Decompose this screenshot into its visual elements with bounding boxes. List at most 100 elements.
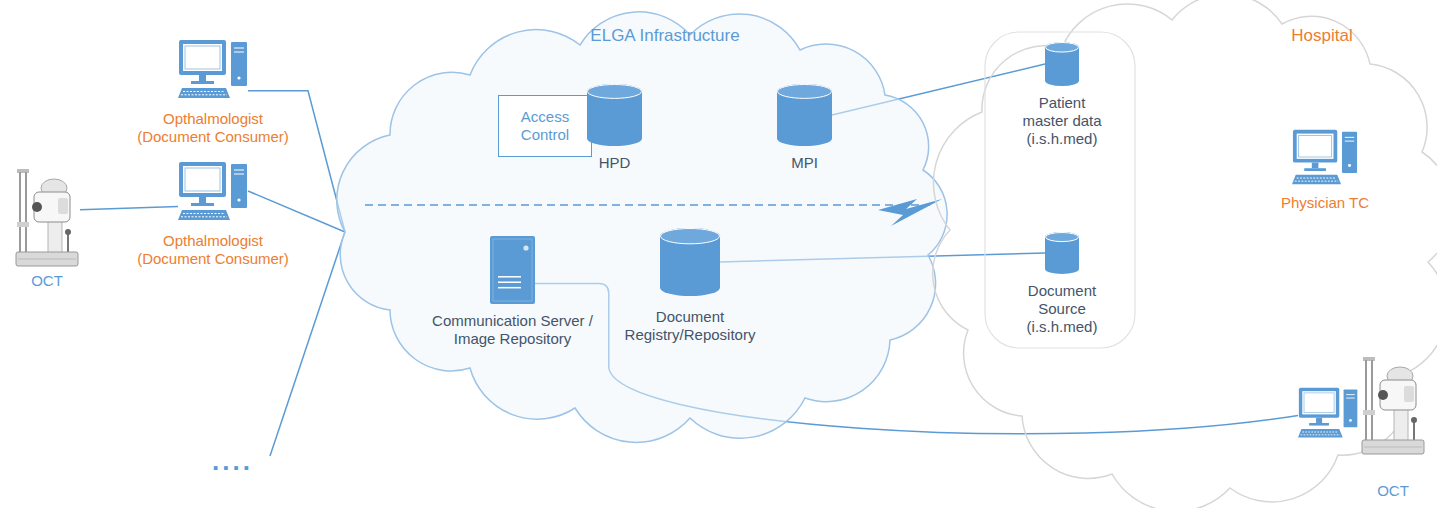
node-shape <box>345 0 945 445</box>
oct-workstation: OCT <box>1298 346 1428 458</box>
node-label: MPI <box>791 154 818 172</box>
network-link <box>80 207 178 210</box>
database-cylinder: Document Source (i.s.h.med) <box>1045 232 1079 274</box>
icon-part <box>32 202 42 212</box>
hospital-cloud: HospitalPatient master data (i.s.h.med) P… <box>940 0 1437 508</box>
icon-part <box>185 168 220 191</box>
icon-part <box>179 40 226 75</box>
icon-part <box>365 204 930 206</box>
icon-part <box>185 46 220 69</box>
node-shape <box>178 38 248 100</box>
icon-part <box>183 213 225 214</box>
icon-part <box>1404 386 1414 402</box>
icon-part <box>178 88 230 98</box>
icon-part <box>1046 43 1079 53</box>
icon-part <box>231 164 247 208</box>
node-label: Opthalmologist (Document Consumer) <box>133 232 293 268</box>
node-shape <box>14 162 80 268</box>
node-label: OCT <box>31 272 63 290</box>
node-shape <box>490 236 535 304</box>
icon-part <box>1345 141 1354 142</box>
icon-part <box>181 94 227 95</box>
icon-part <box>1302 432 1338 433</box>
icon-part <box>1363 357 1375 361</box>
icon-part <box>490 236 535 304</box>
icon-part <box>1297 178 1337 179</box>
icon-part <box>16 252 78 266</box>
icon-part <box>1045 232 1079 274</box>
icon-part <box>933 0 1437 508</box>
database-cylinder: Document Registry/Repository <box>660 228 720 296</box>
icon-part <box>1304 168 1326 171</box>
icon-part <box>237 198 240 201</box>
node-shape <box>777 84 832 146</box>
computer-node: Physician TC <box>1292 128 1358 186</box>
database-cylinder: Patient master data (i.s.h.med) <box>1045 42 1079 86</box>
icon-part <box>25 172 27 253</box>
icon-part <box>778 85 832 99</box>
icon-part <box>661 229 720 244</box>
node-shape <box>1292 128 1358 186</box>
icon-part <box>1309 423 1329 426</box>
network-link <box>248 191 345 232</box>
icon-part <box>660 228 720 296</box>
access-box: Access Control <box>498 95 592 157</box>
node-shape <box>587 84 642 146</box>
node-shape <box>1045 42 1079 86</box>
icon-part <box>58 198 68 214</box>
icon-part <box>1304 393 1334 413</box>
icon-part <box>587 84 642 146</box>
server-node: Communication Server / Image Repository <box>490 236 535 304</box>
icon-part <box>191 203 214 206</box>
icon-part <box>1312 163 1319 169</box>
icon-part <box>19 172 21 253</box>
icon-part <box>1301 434 1341 435</box>
icon-part <box>1342 132 1357 173</box>
region-title: Hospital <box>1291 26 1352 46</box>
icon-part <box>498 281 521 283</box>
node-label: Physician TC <box>1281 194 1369 212</box>
icon-part <box>1292 175 1341 184</box>
icon-part <box>1299 135 1332 157</box>
icon-part <box>191 81 214 84</box>
icon-part <box>231 42 247 86</box>
icon-part <box>199 197 206 203</box>
icon-part <box>234 48 244 49</box>
icon-part <box>498 287 521 289</box>
icon-part <box>1378 390 1388 400</box>
icon-part <box>1046 233 1079 242</box>
icon-part <box>1297 134 1334 159</box>
icon-part <box>1362 357 1424 454</box>
icon-part <box>588 85 642 99</box>
icon-part <box>493 239 532 301</box>
icon-part <box>985 32 1135 348</box>
icon-part <box>1364 447 1422 448</box>
icon-part <box>234 174 244 175</box>
icon-part <box>1365 360 1367 441</box>
icon-part <box>65 229 71 235</box>
icon-part <box>1295 181 1338 182</box>
icon-part <box>878 199 942 226</box>
icon-part <box>234 170 244 171</box>
node-shape <box>940 0 1437 508</box>
icon-part <box>18 259 76 260</box>
icon-part <box>234 52 244 53</box>
node-label: Communication Server / Image Repository <box>428 312 598 348</box>
icon-part <box>1045 42 1079 86</box>
database-cylinder: MPI <box>777 84 832 146</box>
icon-part <box>181 216 227 217</box>
icon-part <box>199 75 206 81</box>
infrastructure-cloud: ELGA InfrastructureAccess ControlHPDMPIC… <box>345 0 945 445</box>
node-label: Document Registry/Repository <box>620 308 760 344</box>
icon-part <box>1411 417 1417 423</box>
node-shape <box>1045 232 1079 274</box>
node-label: Opthalmologist (Document Consumer) <box>133 110 293 146</box>
icon-part <box>67 234 69 252</box>
database-cylinder: HPD <box>587 84 642 146</box>
icon-part <box>1344 389 1358 427</box>
icon-part <box>1299 388 1339 418</box>
icon-part <box>337 12 947 443</box>
icon-part <box>183 91 225 92</box>
computer-node: Opthalmologist (Document Consumer) <box>178 160 248 222</box>
